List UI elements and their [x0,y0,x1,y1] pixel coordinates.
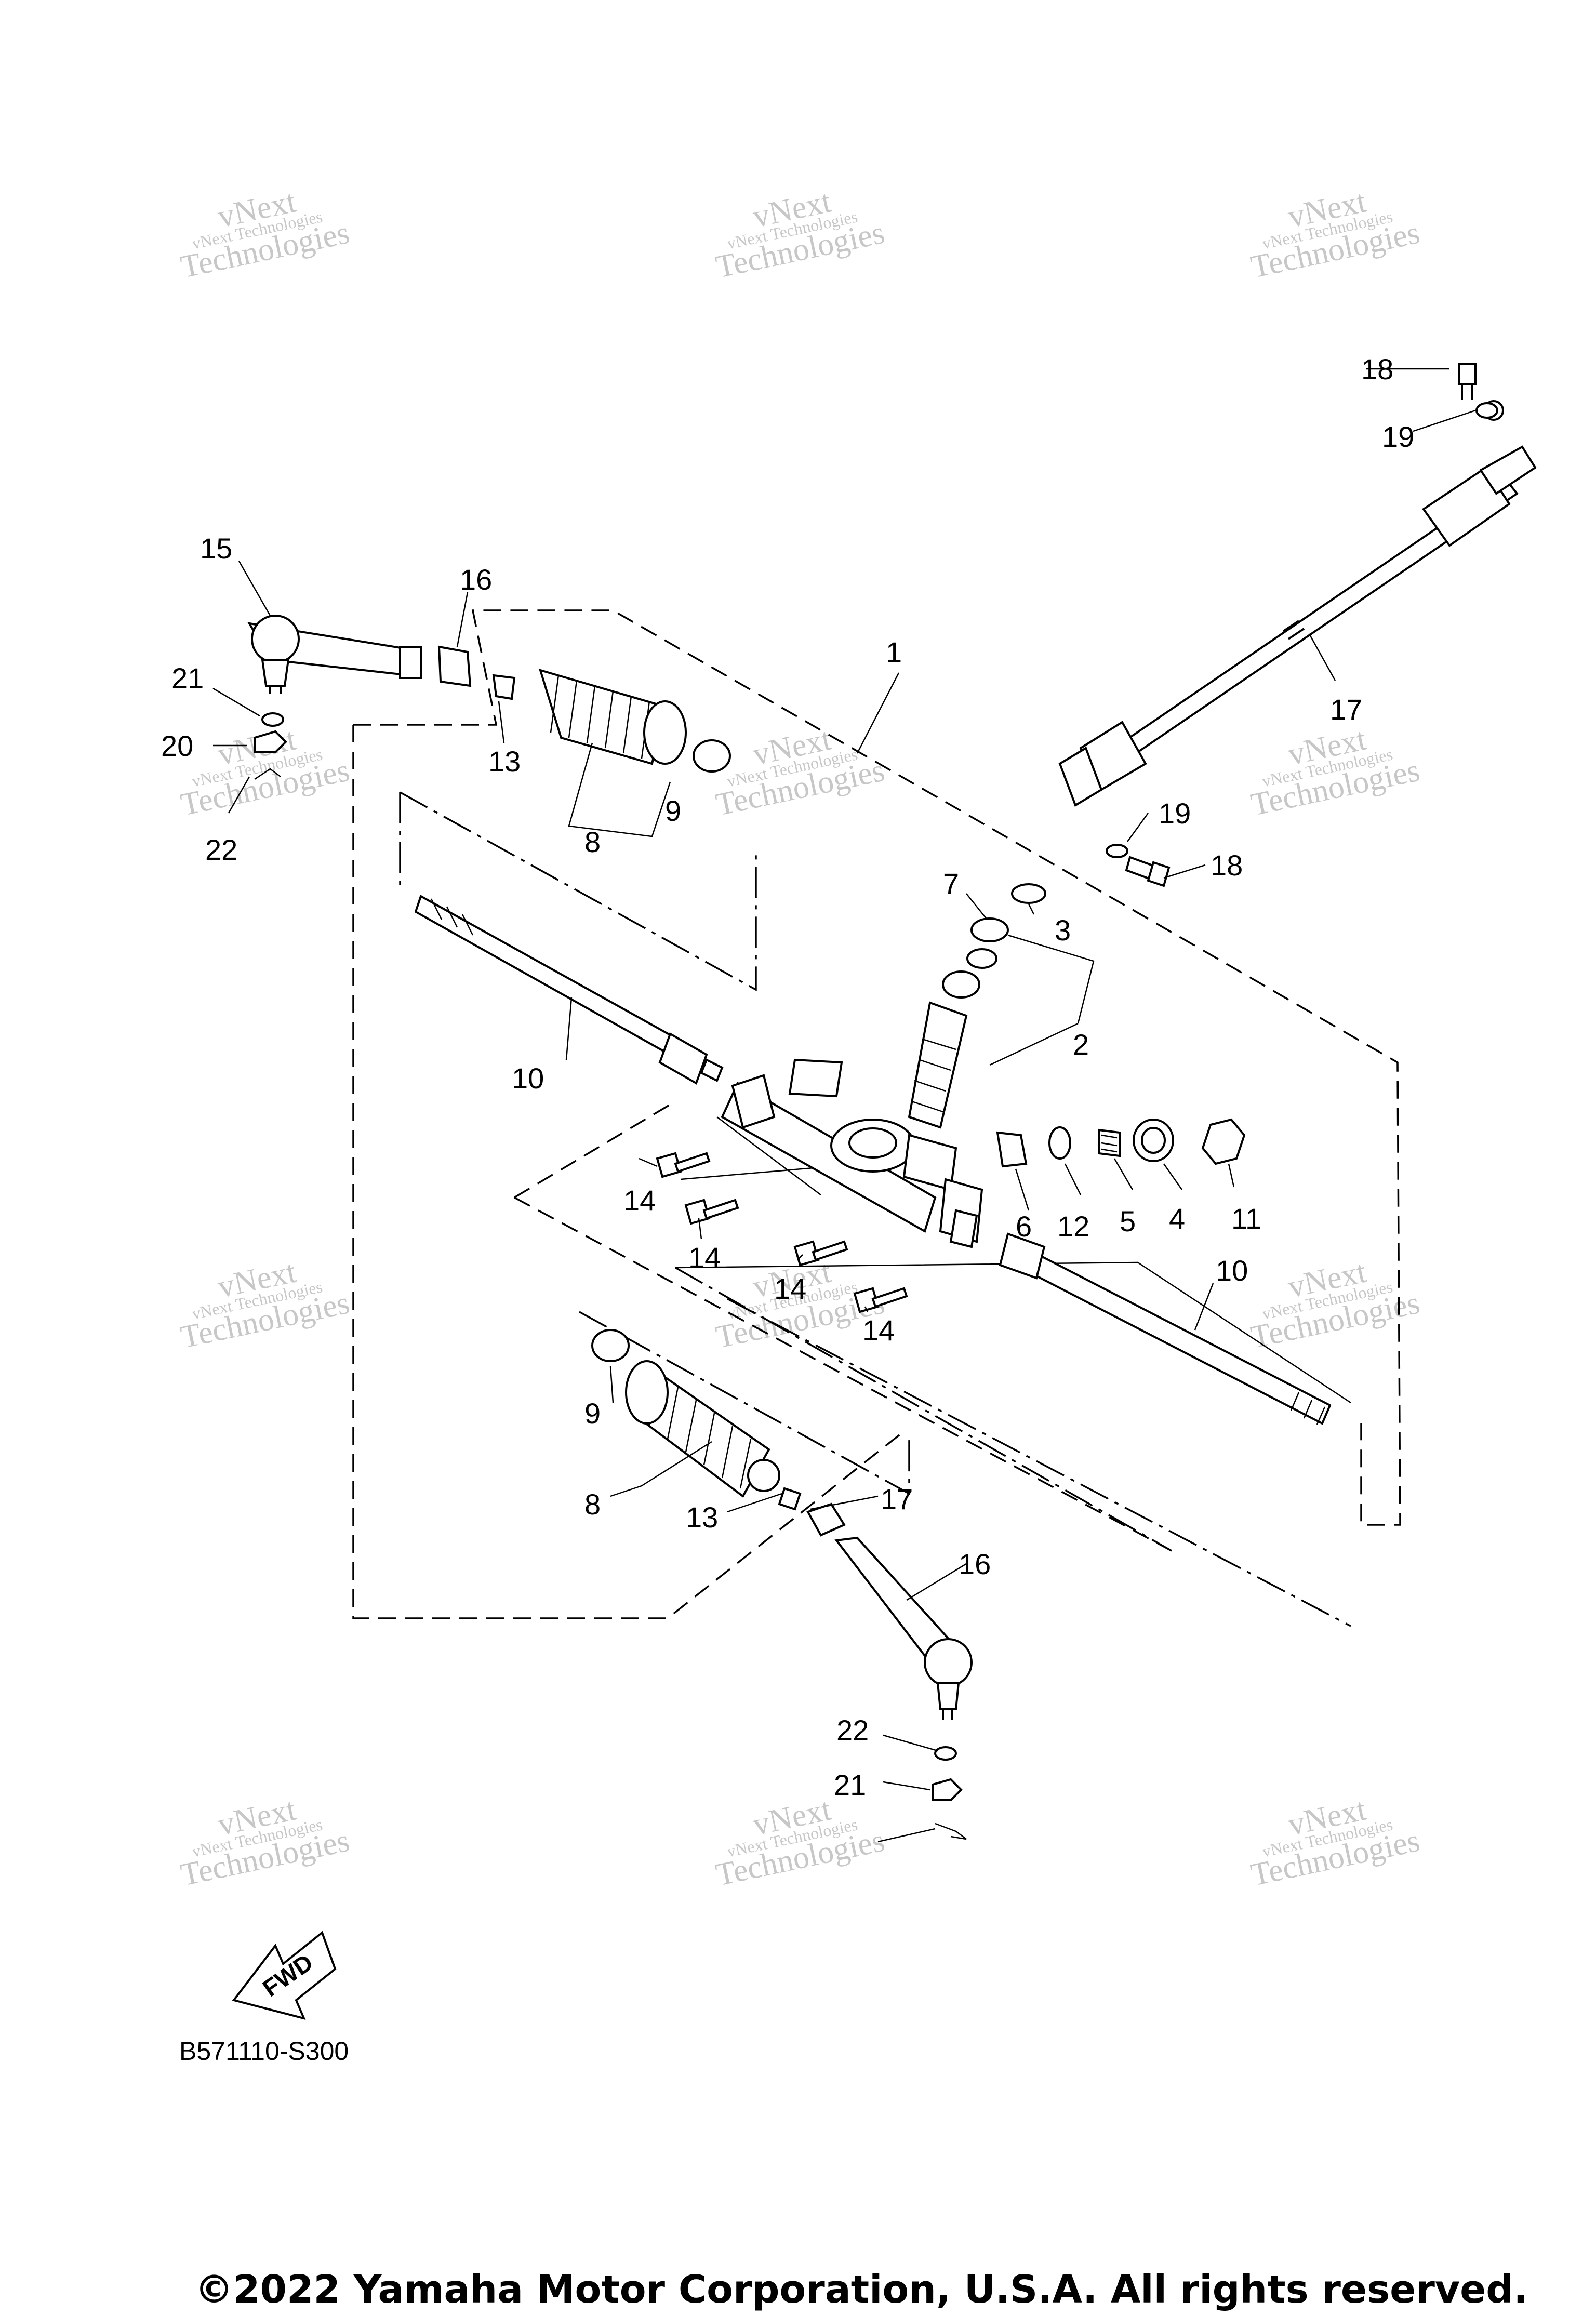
watermark: vNext vNext Technologies Technologies [713,722,888,823]
callout-21: 22 [836,1714,869,1747]
callout-6: 6 [1016,1210,1032,1243]
callout-8: 8 [584,1488,601,1521]
rack-boot-lower [591,1329,802,1511]
assembly-outline [352,609,1401,1619]
tie-rod-lower [999,1232,1332,1425]
callout-3: 3 [1055,914,1071,947]
callout-22: 22 [205,833,237,866]
watermark: vNext vNext Technologies Technologies [178,1254,353,1355]
diagram-code: B571110-S300 [179,2037,349,2066]
rack-adjuster-parts [996,1118,1246,1168]
watermark: vNext vNext Technologies Technologies [713,184,888,285]
reference-lines [399,791,1351,1627]
pinion-gear [908,883,1046,1129]
watermark: vNext vNext Technologies Technologies [1248,722,1423,823]
callout-14: 14 [774,1272,806,1305]
callout-12: 12 [1057,1210,1089,1243]
watermark: vNext vNext Technologies Technologies [178,184,353,285]
callout-2: 2 [1073,1028,1089,1061]
housing-bolts [656,1152,908,1313]
callout-9: 9 [665,794,681,827]
callout-14: 14 [688,1241,721,1274]
callout-10: 10 [1216,1254,1248,1287]
callout-8: 8 [584,826,601,858]
leader-lines [212,368,1476,1843]
watermark: vNext vNext Technologies Technologies [178,1792,353,1893]
callout-19: 19 [1382,420,1414,453]
rack-boot-upper [492,669,731,773]
callout-13: 13 [686,1501,718,1534]
callout-17: 17 [1330,693,1362,726]
callout-11: 11 [1231,1202,1261,1235]
callout-5: 5 [1120,1205,1136,1238]
callout-labels: 15 16 21 20 22 13 9 8 1 17 18 19 19 18 7… [161,353,1414,1801]
callout-9: 9 [584,1397,601,1430]
tie-rod-end-lower [806,1502,973,1840]
column-fasteners [1106,363,1498,887]
callout-4: 4 [1169,1202,1185,1235]
copyright-notice: ©2022 Yamaha Motor Corporation, U.S.A. A… [195,2267,1528,2312]
callout-7: 7 [943,867,959,900]
callout-14: 14 [862,1314,895,1347]
callout-14: 14 [623,1184,656,1217]
callout-10: 10 [512,1062,544,1095]
callout-15: 16 [959,1548,991,1580]
callout-13: 13 [488,745,521,778]
callout-1: 1 [886,636,902,669]
callout-20: 21 [834,1768,866,1801]
callout-18: 18 [1211,849,1243,882]
callout-15: 15 [200,532,232,565]
callout-20: 20 [161,729,193,762]
callout-19: 19 [1159,797,1191,830]
fwd-arrow-icon: FWD [232,1931,337,2020]
steering-column-shaft [1058,400,1537,807]
watermark: vNext vNext Technologies Technologies [1248,1792,1423,1893]
callout-16: 17 [881,1483,913,1515]
watermark: vNext vNext Technologies Technologies [1248,184,1423,285]
tie-rod-end-upper [247,615,472,780]
rack-housing [721,1058,983,1248]
watermark: vNext vNext Technologies Technologies [1248,1254,1423,1355]
callout-21: 21 [171,662,204,695]
watermark: vNext vNext Technologies Technologies [178,722,353,823]
watermarks: vNext vNext Technologies Technologies vN… [178,184,1423,1893]
callout-18: 18 [1361,353,1393,385]
callout-16: 16 [460,563,492,596]
tie-rod-upper [414,895,724,1085]
